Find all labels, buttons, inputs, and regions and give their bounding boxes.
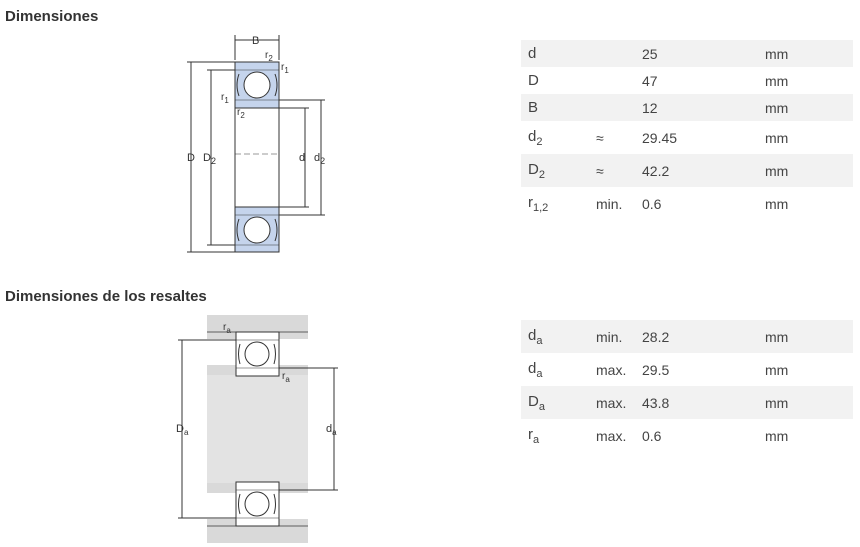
dimension-qualifier [596,94,642,121]
dimension-line-D2 [207,69,235,246]
dimension-line-B [234,35,280,60]
label-ra-right: ra [282,371,290,384]
symbol-letter: r [528,193,533,211]
label-r1-right: r1 [281,62,289,75]
label-d2: d2 [314,152,325,166]
symbol-subscript: a [536,367,543,380]
dimension-symbol: d [521,40,596,67]
top-bearing-section [235,331,280,377]
dimension-value: 43.8 [642,386,765,419]
symbol-letter: D [528,160,539,178]
dimension-qualifier: min. [596,195,623,212]
dimension-symbol: Da [521,386,596,419]
bearing-dimensions-diagram: B r2 r1 r1 r2 D D2 d [187,35,325,253]
symbol-subscript: 2 [536,135,543,148]
dimension-line-d [279,107,309,208]
symbol-letter: B [528,99,539,116]
symbol-letter: r [528,425,533,443]
dimension-qualifier: ≈ [596,129,604,146]
bottom-bearing-section [235,481,280,527]
dimension-value: 47 [642,72,658,89]
symbol-letter: d [528,359,537,377]
dimension-value: 25 [642,40,765,67]
dimension-symbol: da [521,353,596,386]
dimension-qualifier [596,40,642,67]
dimension-line-Da [178,339,236,519]
label-r2-top: r2 [265,50,273,63]
dimension-value: 0.6 [642,427,662,444]
table-row: D 47 mm [521,67,853,94]
dimension-value: 12 [642,94,765,121]
label-B: B [252,35,259,47]
dimension-symbol: r1,2 [521,187,596,220]
symbol-subscript: a [533,433,540,446]
dimension-unit: mm [765,361,789,378]
bottom-ring-section [234,206,280,253]
symbol-letter: D [528,392,539,410]
dimension-qualifier: max. [596,386,642,419]
dimension-unit: mm [765,129,789,146]
shoulder-dimensions-title: Dimensiones de los resaltes [5,288,207,305]
label-Da: Da [176,423,189,437]
dimension-line-da [279,367,338,491]
label-D2: D2 [203,152,216,166]
label-d: d [299,152,305,164]
dimension-unit: mm [765,94,853,121]
dimension-unit: mm [765,320,853,353]
dimension-symbol: da [521,320,596,353]
dimension-qualifier: ≈ [596,154,642,187]
dimension-unit: mm [765,154,853,187]
dimension-value: 29.5 [642,361,670,378]
symbol-letter: d [528,127,537,145]
label-da: da [326,423,337,437]
dimension-line-d2 [279,99,325,216]
symbol-subscript: a [536,334,543,347]
dimension-unit: mm [765,72,789,89]
label-D: D [187,152,195,164]
dimension-symbol: ra [521,419,596,452]
dimension-qualifier: min. [596,320,642,353]
dimension-symbol: D [521,67,596,94]
symbol-letter: D [528,72,539,89]
label-r1-left: r1 [221,92,229,105]
dimension-qualifier: max. [596,361,627,378]
shoulder-dimensions-diagram: ra ra Da da [170,315,338,543]
top-ring-section [234,61,280,109]
dimensions-title: Dimensiones [5,8,99,25]
dimension-line-D [187,61,235,253]
dimension-unit: mm [765,195,789,212]
dimension-symbol: B [521,94,596,121]
dimension-value: 42.2 [642,154,765,187]
label-ra-top: ra [223,322,231,335]
symbol-subscript: 2 [538,168,545,181]
dimension-symbol: d2 [521,121,596,154]
symbol-letter: d [528,326,537,344]
dimension-symbol: D2 [521,154,596,187]
dimension-value: 28.2 [642,320,765,353]
dimension-unit: mm [765,427,789,444]
dimension-unit: mm [765,40,853,67]
dimension-value: 0.6 [642,195,662,212]
symbol-letter: d [528,45,537,62]
dimension-value: 29.45 [642,129,678,146]
shaft [207,375,308,483]
symbol-subscript: a [538,400,545,413]
label-r2-left: r2 [237,107,245,120]
dimension-qualifier [596,67,642,94]
dimension-unit: mm [765,386,853,419]
symbol-subscript: 1,2 [533,201,549,214]
dimension-qualifier: max. [596,427,627,444]
